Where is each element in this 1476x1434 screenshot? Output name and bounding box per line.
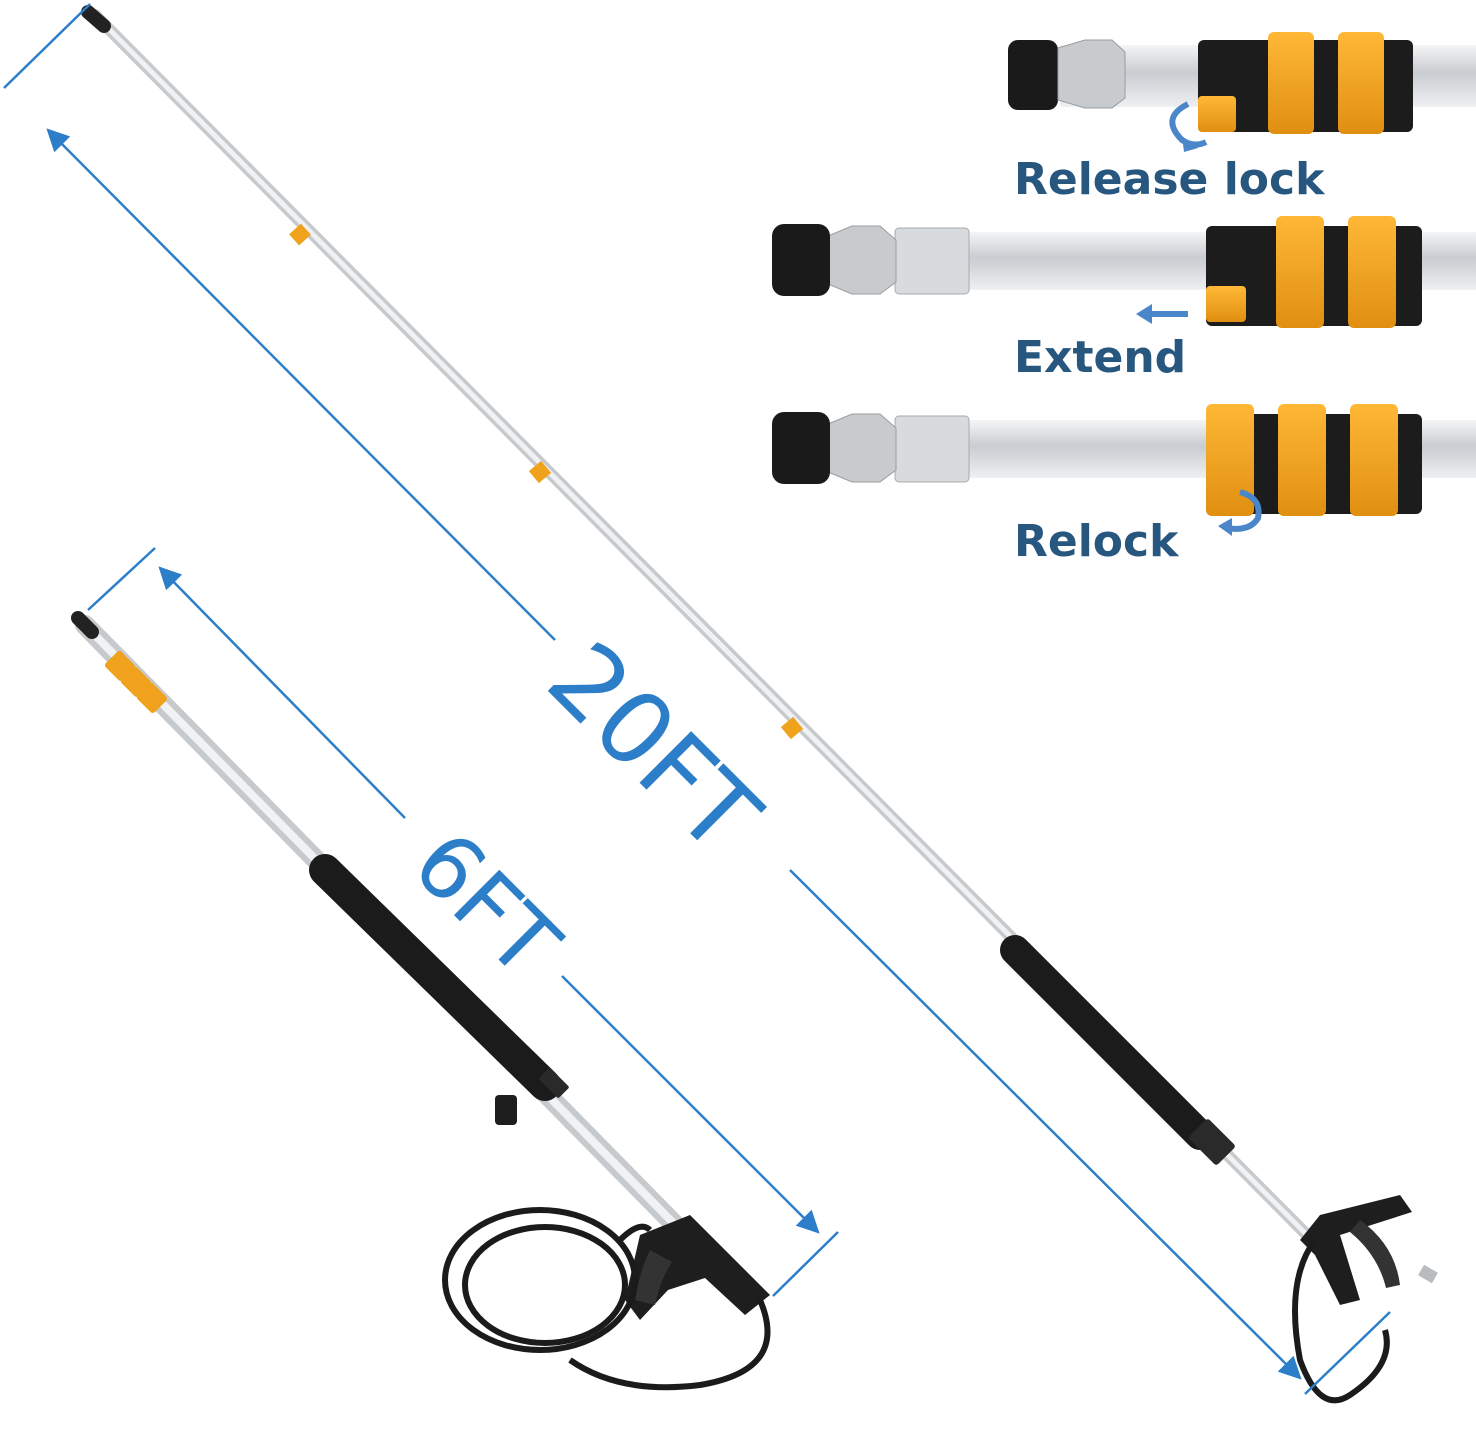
clamp-lever-icon	[1350, 404, 1398, 516]
short-dimension-lower-arrow	[561, 975, 820, 1234]
long-pole-clamp-icon	[289, 223, 804, 740]
detail-extend	[772, 216, 1476, 328]
long-pole-trigger-gun-icon	[1300, 1195, 1438, 1305]
rotate-arrow-icon	[1169, 101, 1208, 148]
coiled-hose-icon	[442, 1207, 771, 1391]
short-pole-trigger-gun-icon	[625, 1215, 770, 1320]
detail-relock	[772, 404, 1476, 536]
detail-release-lock	[1008, 32, 1476, 152]
short-pole-grip-icon	[309, 854, 561, 1101]
clamp-lever-icon	[1276, 216, 1324, 328]
long-dimension-lower-arrow	[789, 869, 1302, 1380]
short-dimension-bottom-tick	[772, 1231, 839, 1297]
open-lever-icon	[1198, 96, 1236, 132]
clamp-lever-icon	[1338, 32, 1384, 134]
end-cap-icon	[1008, 40, 1058, 110]
short-pole-clamp-icon	[104, 650, 168, 714]
short-dimension-top-tick	[87, 547, 156, 611]
short-pole	[71, 611, 771, 1391]
open-lever-icon	[1206, 286, 1246, 322]
end-cap-icon	[772, 224, 830, 296]
short-dimension-upper-arrow	[158, 566, 406, 819]
short-pole-dimension	[87, 547, 839, 1297]
clamp-lever-icon	[1268, 32, 1314, 134]
long-pole	[81, 5, 1438, 1404]
step-label-release-lock: Release lock	[1014, 154, 1325, 205]
step-label-extend: Extend	[1014, 332, 1187, 383]
long-pole-tip-icon	[81, 5, 111, 33]
rotate-arrow-icon	[1225, 489, 1262, 532]
clamp-lever-icon	[1206, 404, 1254, 516]
long-dimension-bottom-tick	[1304, 1311, 1391, 1395]
short-pole-tip-icon	[71, 611, 99, 639]
long-pole-dimension	[3, 3, 1391, 1395]
long-dimension-upper-arrow	[46, 128, 556, 641]
side-handle-icon	[495, 1095, 517, 1125]
long-pole-hose-icon	[1292, 1238, 1390, 1404]
end-cap-icon	[772, 412, 830, 484]
clamp-lever-icon	[1278, 404, 1326, 516]
long-dimension-top-tick	[3, 3, 91, 89]
clamp-lever-icon	[1348, 216, 1396, 328]
step-label-relock: Relock	[1014, 516, 1179, 567]
long-pole-grip-icon	[1000, 935, 1215, 1150]
